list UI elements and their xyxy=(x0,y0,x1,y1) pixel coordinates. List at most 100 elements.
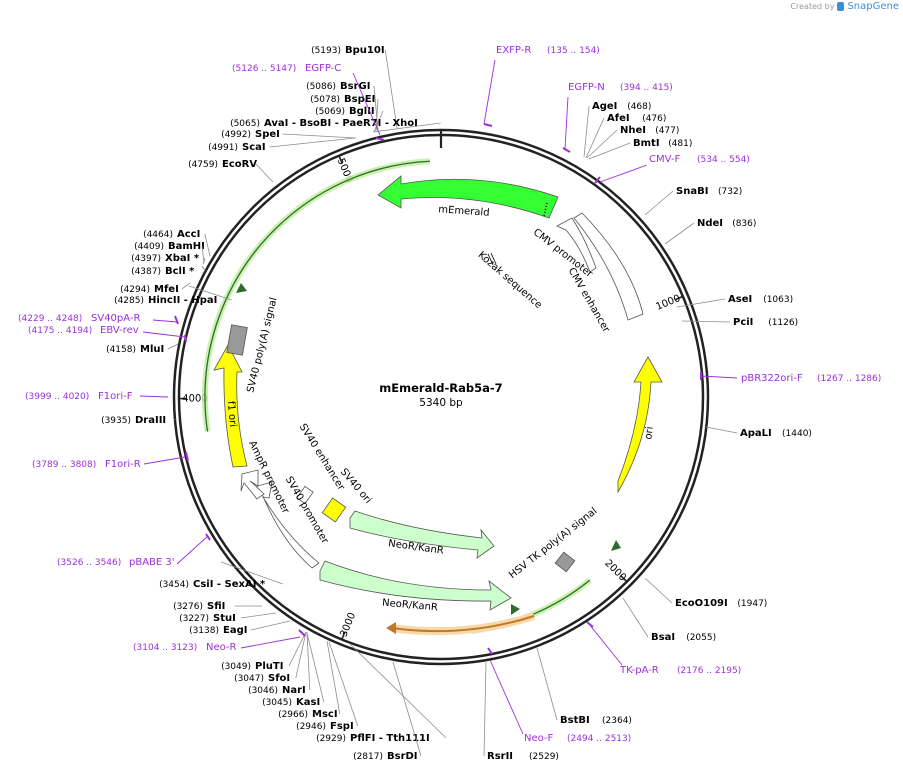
enzyme-site[interactable]: EcoO109I(1947) xyxy=(644,577,767,609)
enzyme-name: BsrDI xyxy=(387,751,418,762)
primer-name: pBABE 3' xyxy=(129,557,175,568)
enzyme-site[interactable]: BsrDI(2817) xyxy=(353,661,422,762)
enzyme-site[interactable]: MfeI(4294) xyxy=(120,282,191,295)
tick-label: 4000 xyxy=(182,393,208,404)
enzyme-leader-line xyxy=(664,222,695,245)
enzyme-site[interactable]: AseI(1063) xyxy=(676,294,793,308)
cmv-promoter-arrow[interactable] xyxy=(556,217,597,273)
primer-site[interactable]: SV40pA-R(4229 .. 4248) xyxy=(18,313,179,325)
enzyme-site[interactable]: HincII - HpaI(4285) xyxy=(114,285,232,306)
enzyme-site[interactable]: BclI *(4387) xyxy=(131,265,206,277)
primer-site[interactable]: TK-pA-R(2176 .. 2195) xyxy=(586,621,741,676)
enzyme-leader-line xyxy=(705,426,738,434)
enzyme-site[interactable]: PflFI - Tth111I(2929) xyxy=(316,643,447,744)
enzyme-site[interactable]: EcoRV(4759) xyxy=(188,159,274,183)
enzyme-site[interactable]: BglII(5069) xyxy=(315,106,384,133)
mEmerald-arrow[interactable] xyxy=(377,175,559,219)
enzyme-site[interactable]: AgeI(468) xyxy=(583,101,651,158)
primer-site[interactable]: F1ori-R(3789 .. 3808) xyxy=(32,451,189,470)
enzyme-site[interactable]: NheI(477) xyxy=(586,125,679,159)
primer-site[interactable]: EXFP-R(135 .. 154) xyxy=(483,45,600,127)
primer-site[interactable]: Neo-R(3104 .. 3123) xyxy=(133,629,306,653)
feature-label: SV40 poly(A) signal xyxy=(245,296,279,393)
enzyme-name: SnaBI xyxy=(676,186,708,197)
neor-kanr-upper-arrow[interactable] xyxy=(349,510,495,559)
enzyme-site[interactable]: DraIII(3935) xyxy=(101,415,176,426)
enzyme-site[interactable]: PciI(1126) xyxy=(681,317,798,328)
enzyme-site[interactable]: KasI(3045) xyxy=(262,632,325,708)
primer-site[interactable]: Neo-F(2494 .. 2513) xyxy=(487,647,631,744)
enzyme-position: (4397) xyxy=(131,254,161,264)
enzyme-site[interactable]: BamHI(4409) xyxy=(134,241,205,264)
enzyme-site[interactable]: AfeI(476) xyxy=(585,113,666,159)
enzyme-site[interactable]: EagI(3138) xyxy=(189,620,291,636)
enzyme-name: EcoRV xyxy=(222,159,257,170)
enzyme-site[interactable]: BstBI(2364) xyxy=(536,647,632,726)
map-title: mEmerald-Rab5a-7 xyxy=(379,381,502,395)
enzyme-site[interactable]: PluTI(3049) xyxy=(221,631,307,672)
outer-feature-arc-emerald xyxy=(283,160,430,222)
enzyme-name: MscI xyxy=(312,709,338,720)
enzyme-site[interactable]: BsaI(2055) xyxy=(622,597,716,643)
primer-site[interactable]: pBR322ori-F(1267 .. 1286) xyxy=(700,372,881,384)
primer-leader-line xyxy=(176,535,209,565)
enzyme-name: DraIII xyxy=(135,415,166,426)
cmv-enhancer-box[interactable] xyxy=(573,212,644,321)
enzyme-site[interactable]: NdeI(836) xyxy=(664,218,756,245)
primer-site[interactable]: CMV-F (534 .. 554) xyxy=(594,154,750,184)
neor-kanr-lower-arrow[interactable] xyxy=(319,560,512,611)
primer-range: (534 .. 554) xyxy=(697,155,750,165)
enzyme-site[interactable]: XbaI *(4397) xyxy=(131,253,206,265)
enzyme-name: KasI xyxy=(296,697,320,708)
enzyme-leader-line xyxy=(392,661,422,757)
enzyme-leader-line xyxy=(676,298,726,308)
enzyme-leader-line xyxy=(220,561,283,585)
primer-range: (2494 .. 2513) xyxy=(567,734,631,744)
ori-arrow[interactable] xyxy=(617,356,663,494)
f1-ori-arrow[interactable] xyxy=(213,344,248,468)
enzyme-leader-line xyxy=(536,647,558,721)
enzyme-site[interactable]: SfoI(3047) xyxy=(234,631,307,684)
enzyme-site[interactable]: StuI(3227) xyxy=(179,612,277,624)
enzyme-site[interactable]: ScaI(4991) xyxy=(208,137,356,153)
enzyme-leader-line xyxy=(204,233,211,257)
sv40-enhancer-box[interactable] xyxy=(296,485,314,505)
enzyme-site[interactable]: MscI(2966) xyxy=(278,640,341,720)
enzyme-leader-line xyxy=(328,641,359,727)
enzyme-site[interactable]: SnaBI(732) xyxy=(644,186,742,216)
enzyme-site[interactable]: AccI(4464) xyxy=(143,229,211,257)
enzyme-site[interactable]: BmtI(481) xyxy=(588,138,692,160)
enzyme-site[interactable]: Bpu10I(5193) xyxy=(311,45,398,129)
sv40-polya-signal-box[interactable] xyxy=(226,324,248,356)
enzyme-name: BamHI xyxy=(168,241,205,252)
enzyme-site[interactable]: ApaLI(1440) xyxy=(705,426,812,439)
primer-site[interactable]: pBABE 3'(3526 .. 3546) xyxy=(57,533,211,568)
feature-label: NeoR/KanR xyxy=(382,598,439,614)
tick-mark xyxy=(338,155,343,164)
feature-label: mEmerald xyxy=(438,204,490,219)
enzyme-site[interactable]: AvaI - BsoBI - PaeR7I - XhoI(5065) xyxy=(230,118,441,133)
sv40-ori-box[interactable] xyxy=(321,497,347,523)
enzyme-position: (3276) xyxy=(173,602,203,612)
primer-range: (135 .. 154) xyxy=(547,46,600,56)
hsv-tk-polya-signal-box[interactable] xyxy=(554,551,576,573)
enzyme-site[interactable]: NarI(3046) xyxy=(248,631,311,696)
enzyme-position: (3454) xyxy=(159,580,189,590)
primer-site[interactable]: F1ori-F(3999 .. 4020) xyxy=(25,391,169,402)
primer-leader-line xyxy=(489,659,524,735)
primer-site[interactable]: EGFP-C(5126 .. 5147) xyxy=(232,63,385,141)
ampr-promoter-arrow[interactable] xyxy=(240,469,265,500)
tick-mark xyxy=(675,295,684,301)
primer-binding-marker xyxy=(562,147,571,153)
enzyme-site[interactable]: SfiI(3276) xyxy=(173,601,262,612)
enzyme-site[interactable]: FspI(2946) xyxy=(296,641,359,732)
enzyme-position: (5086) xyxy=(306,82,336,92)
enzyme-site[interactable]: CsiI - SexAI *(3454) xyxy=(159,561,283,590)
primer-site[interactable]: EBV-rev(4175 .. 4194) xyxy=(28,325,187,343)
primer-name: CMV-F xyxy=(649,154,680,165)
enzyme-site[interactable]: MluI(4158) xyxy=(106,343,179,355)
enzyme-site[interactable]: SpeI(4992) xyxy=(221,129,357,140)
enzyme-site[interactable]: RsrII(2529) xyxy=(483,661,559,762)
primer-site[interactable]: EGFP-N(394 .. 415) xyxy=(562,82,673,153)
